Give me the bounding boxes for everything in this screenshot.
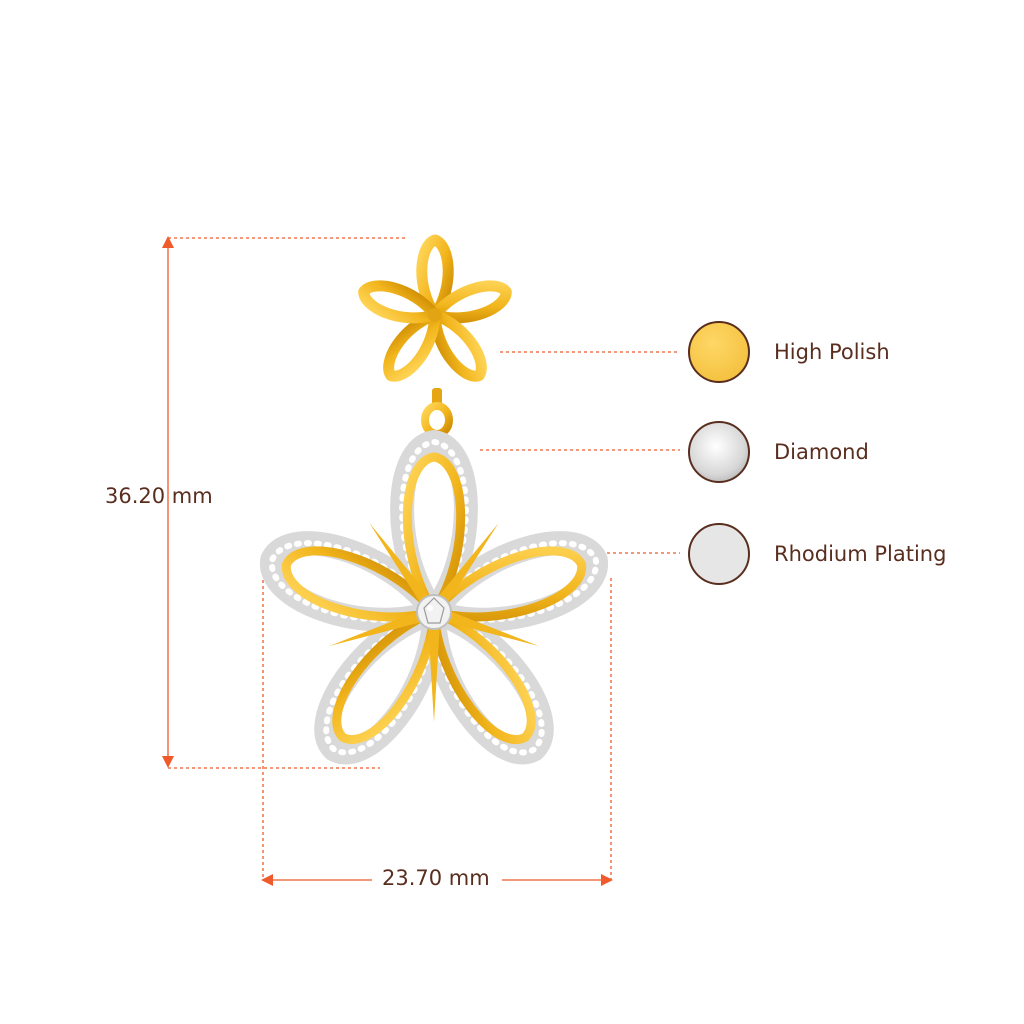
diamond-label: Diamond (774, 440, 869, 464)
height-arrow-bottom (162, 756, 174, 768)
width-arrow-left (261, 874, 273, 886)
rhodium-swatch (688, 523, 750, 585)
high-polish-swatch (688, 321, 750, 383)
center-diamond (416, 594, 452, 630)
leader-lines (480, 351, 680, 554)
high-polish-label: High Polish (774, 340, 890, 364)
width-arrow-right (601, 874, 613, 886)
height-arrow-top (162, 236, 174, 248)
big-flower (260, 430, 608, 765)
legend-rhodium-plating: Rhodium Plating (688, 523, 946, 585)
diamond-swatch (688, 421, 750, 483)
width-dimension (261, 578, 613, 886)
legend-diamond: Diamond (688, 421, 869, 483)
legend-high-polish: High Polish (688, 321, 890, 383)
rhodium-plating-label: Rhodium Plating (774, 542, 947, 566)
gold-veins (329, 523, 539, 722)
gold-petal-frame (282, 452, 586, 744)
width-dimension-label: 23.70 mm (382, 866, 490, 890)
top-flower (358, 234, 512, 382)
height-dimension (162, 236, 405, 769)
connector-bail (421, 388, 453, 438)
height-dimension-label: 36.20 mm (105, 484, 213, 508)
